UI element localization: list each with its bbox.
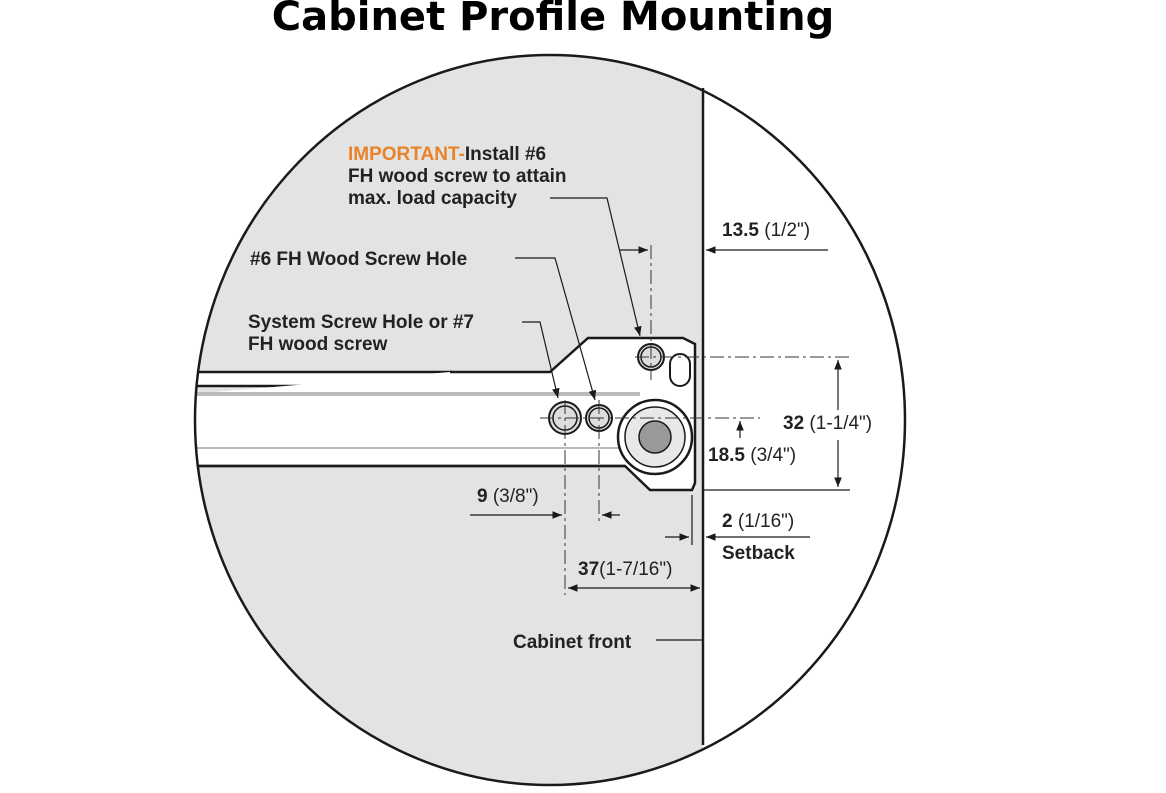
dim-13-5: 13.5 (1/2") xyxy=(722,220,810,241)
setback-label: Setback xyxy=(722,543,795,564)
fh-hole-label: #6 FH Wood Screw Hole xyxy=(250,249,467,270)
dim-18-5: 18.5 (3/4") xyxy=(708,445,796,466)
important-note: IMPORTANT-Install #6 xyxy=(348,144,546,165)
wheel-boss xyxy=(616,398,694,476)
dim-9: 9 (3/8") xyxy=(477,486,539,507)
system-hole-label-line2: FH wood screw xyxy=(248,334,388,355)
important-note-line2: FH wood screw to attain xyxy=(348,166,567,187)
slot-hole xyxy=(669,353,691,387)
dim-32: 32 (1-1/4") xyxy=(783,413,872,434)
dim-37: 37(1-7/16") xyxy=(578,559,672,580)
system-hole-label: System Screw Hole or #7 xyxy=(248,312,474,333)
important-note-line3: max. load capacity xyxy=(348,188,517,209)
detail-circle xyxy=(193,53,907,787)
cabinet-front-label: Cabinet front xyxy=(513,632,632,653)
dim-2: 2 (1/16") xyxy=(722,511,794,532)
page-title: Cabinet Profile Mounting xyxy=(271,0,835,40)
